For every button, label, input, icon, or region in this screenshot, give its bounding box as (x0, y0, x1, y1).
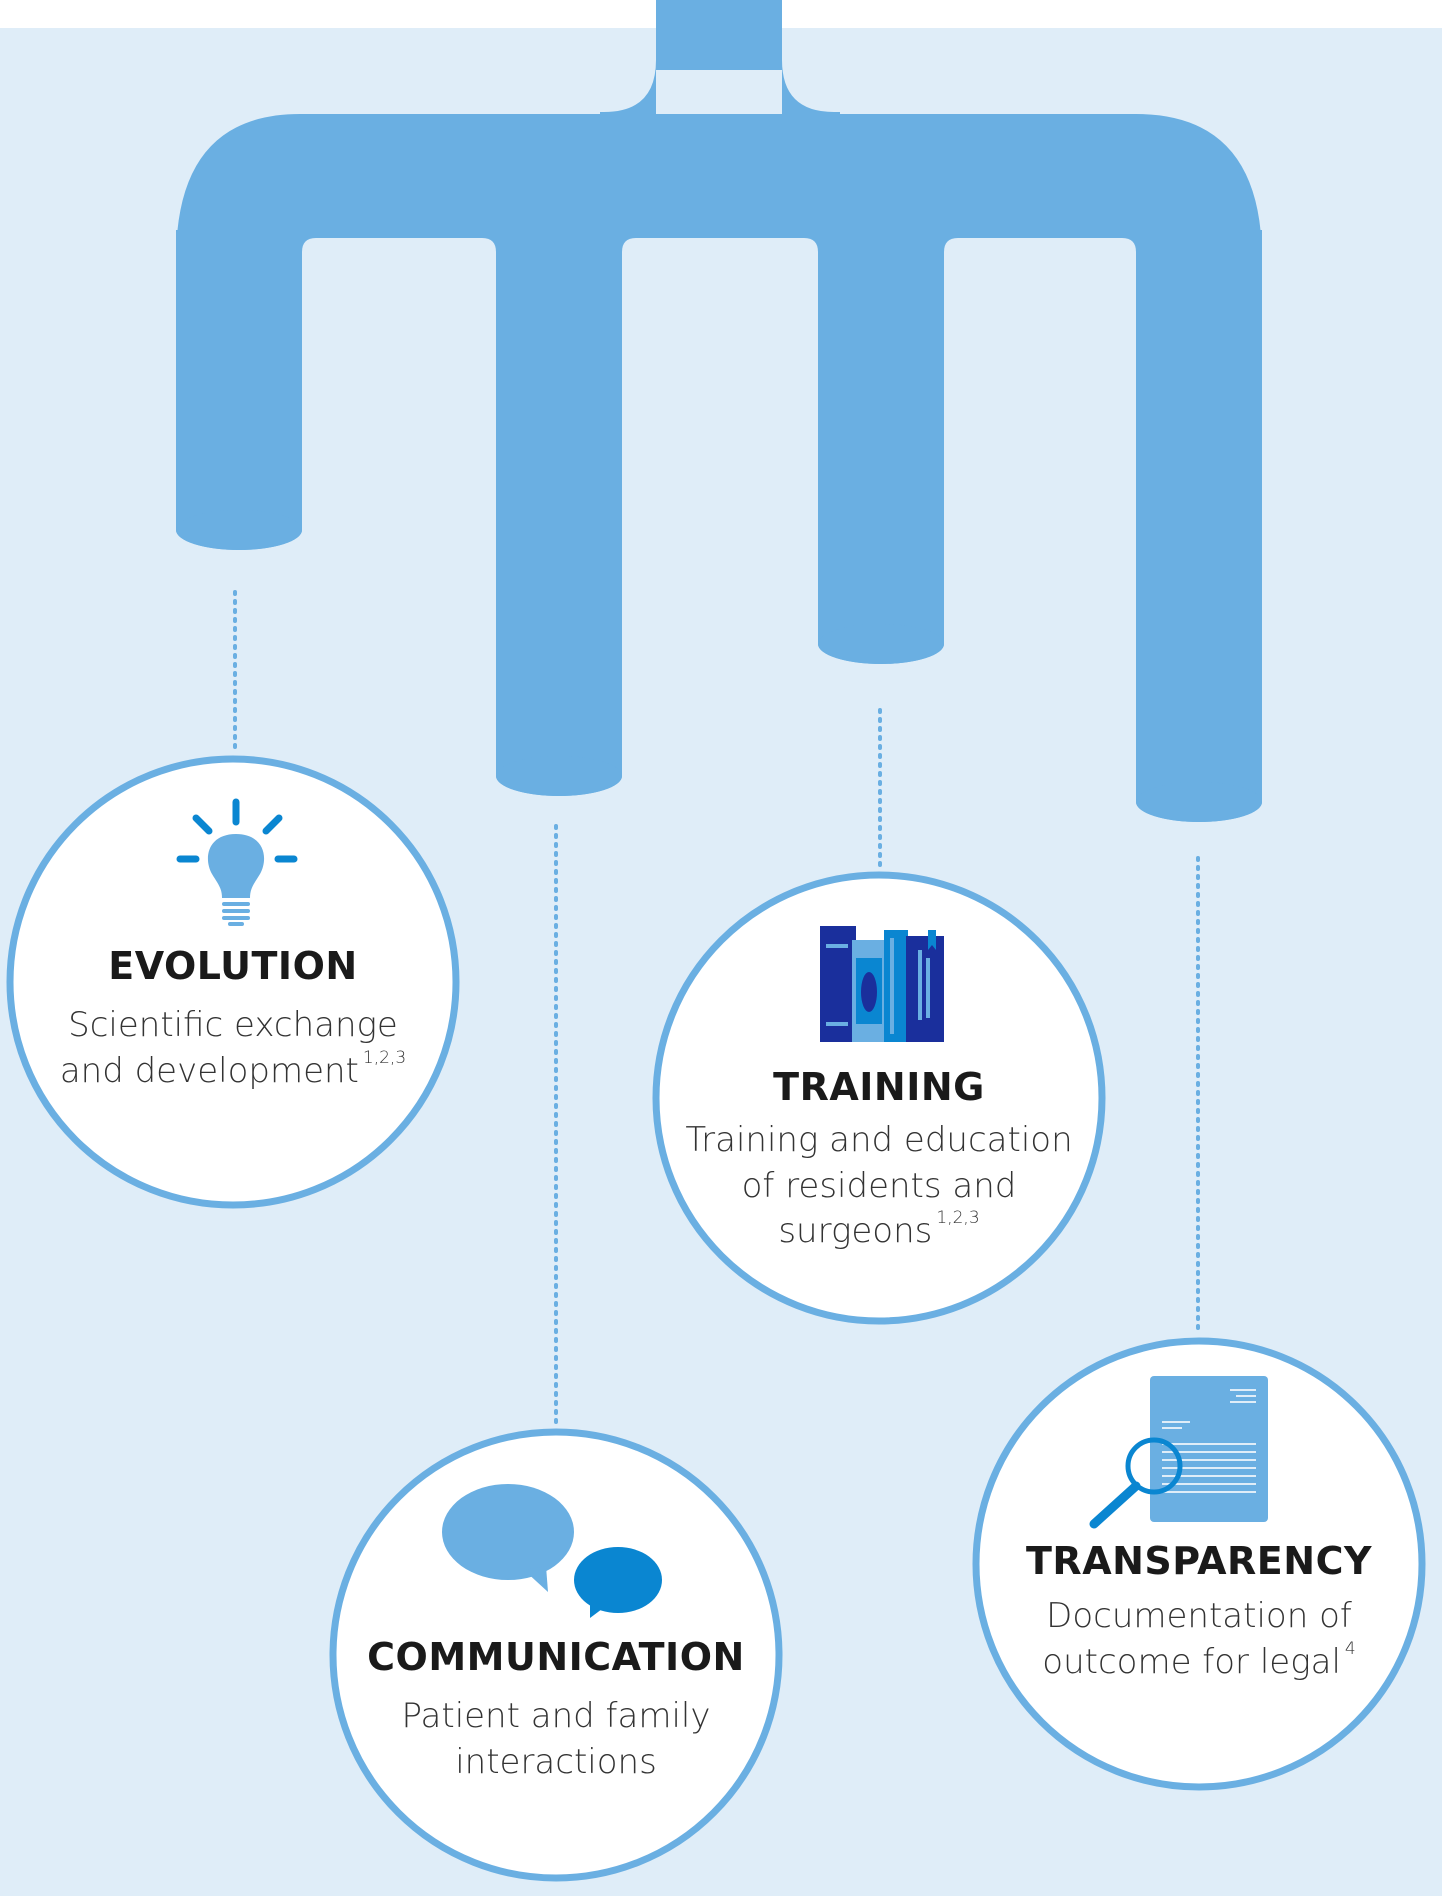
node-reference: 1,2,3 (362, 1047, 407, 1068)
node-title: EVOLUTION (108, 944, 358, 988)
books-icon (820, 926, 944, 1042)
pipe-leg-evolution (176, 230, 302, 530)
node-training: TRAINING Training and education of resid… (679, 1065, 1079, 1256)
pipe-leg-ends (176, 510, 1262, 822)
node-desc-line: Training and education (685, 1119, 1073, 1160)
node-desc-line: of residents and (741, 1165, 1017, 1206)
node-reference: 1,2,3 (936, 1208, 980, 1229)
pipe-gap-3 (944, 238, 1136, 1000)
pipe-end-evolution (176, 510, 302, 550)
node-title: COMMUNICATION (367, 1635, 745, 1679)
node-desc-line: Patient and family (401, 1695, 711, 1736)
pipe-gap-2 (622, 238, 818, 1000)
pipe-leg-transparency (1136, 230, 1262, 802)
pipe-leg-training (818, 230, 944, 644)
node-evolution: EVOLUTION Scientific exchange and develo… (33, 944, 433, 1095)
circle-transparency (972, 1337, 1426, 1791)
node-desc-line: Documentation of (1046, 1595, 1352, 1636)
node-transparency: TRANSPARENCY Documentation of outcome fo… (989, 1539, 1409, 1686)
node-reference: 4 (1344, 1638, 1356, 1659)
node-desc-text: and development (59, 1050, 359, 1091)
circle-evolution (6, 755, 460, 1209)
node-description: Patient and family interactions (346, 1694, 766, 1786)
circle-training (652, 871, 1106, 1325)
node-desc-text: outcome for legal (1042, 1641, 1341, 1682)
node-title: TRAINING (773, 1065, 985, 1109)
connector-lines (233, 590, 1200, 1430)
pipe-junction-left (600, 60, 656, 126)
pipe-end-training (818, 624, 944, 664)
node-desc-line: interactions (455, 1741, 657, 1782)
node-title: TRANSPARENCY (1026, 1539, 1372, 1583)
pipe-leg-communication (496, 230, 622, 776)
node-desc-text: surgeons (778, 1211, 933, 1252)
pipe-end-communication (496, 756, 622, 796)
node-description: Training and education of residents and … (679, 1118, 1079, 1256)
document-magnifier-icon (1089, 1376, 1268, 1529)
node-communication: COMMUNICATION Patient and family interac… (346, 1635, 766, 1786)
pipe-junction-right (782, 60, 840, 126)
pipe-trunk (656, 0, 782, 70)
pipe-end-transparency (1136, 782, 1262, 822)
lightbulb-icon (176, 798, 298, 926)
speech-bubbles-icon (442, 1484, 662, 1618)
node-desc-line: Scientific exchange (68, 1004, 398, 1045)
